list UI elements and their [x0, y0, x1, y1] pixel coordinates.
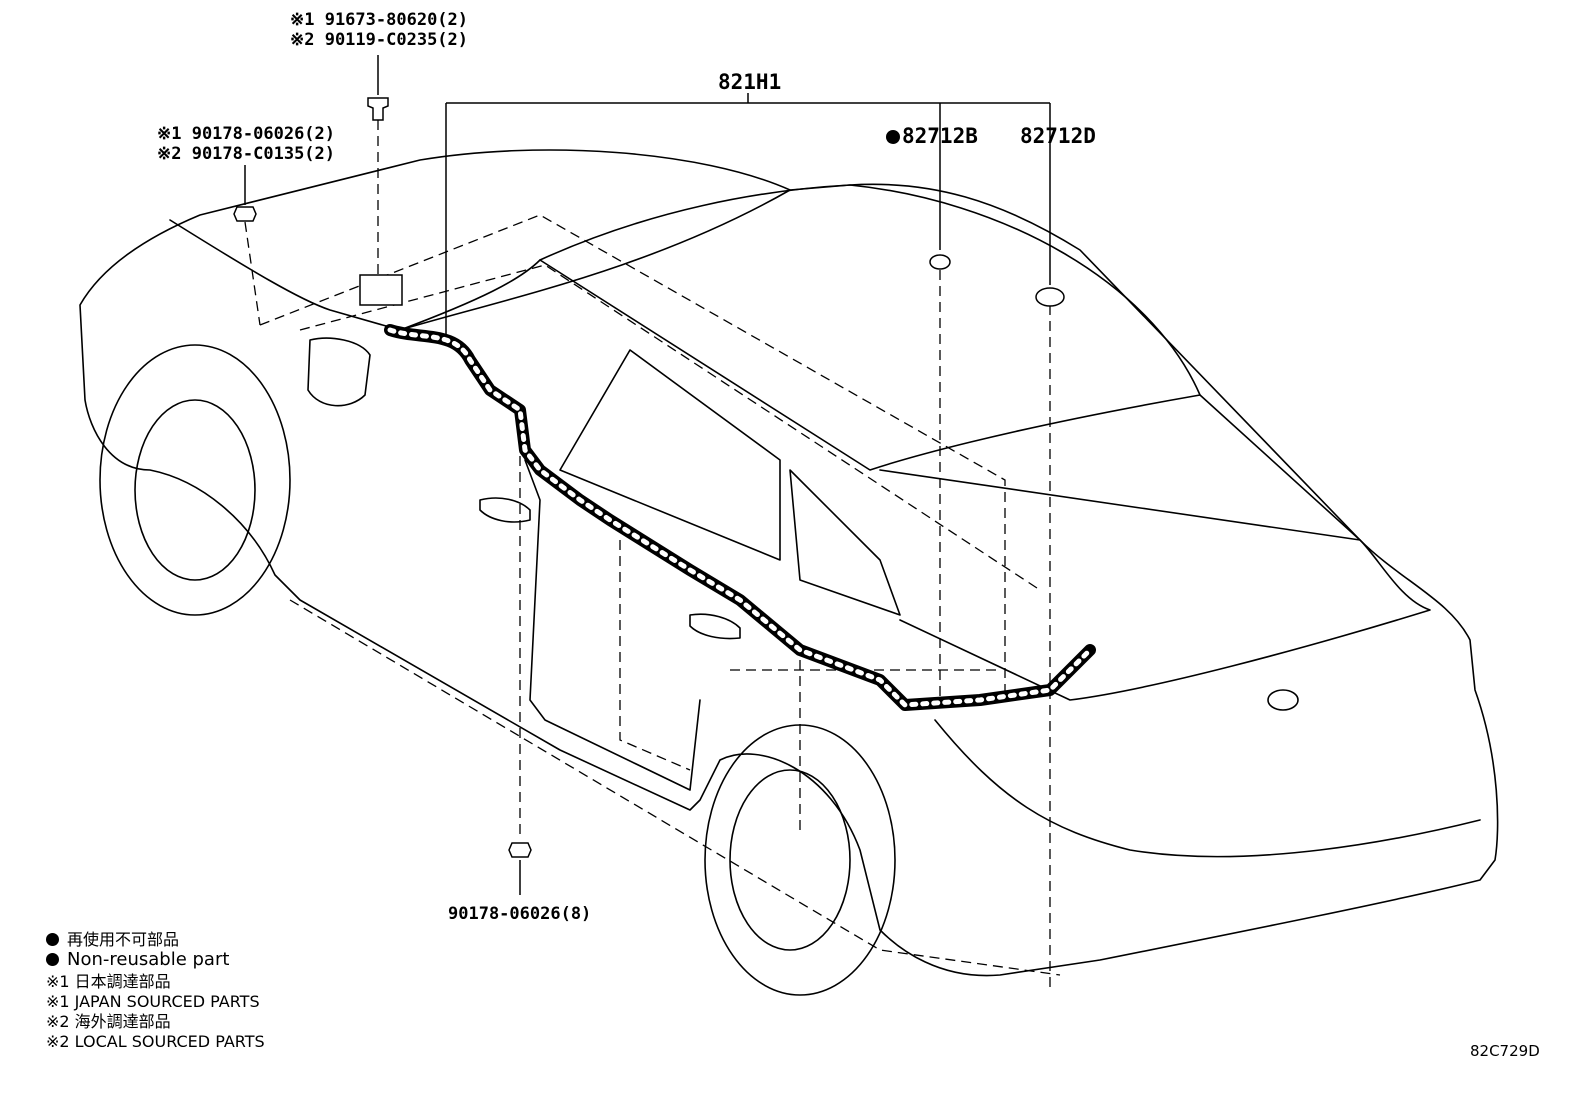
nut-left-icon: [233, 206, 257, 222]
rear-door-handle: [689, 613, 741, 640]
bolt-top-icon: [367, 97, 389, 121]
rear-emblem: [1267, 689, 1299, 711]
non-reusable-dot-icon: [886, 130, 900, 144]
legend-line-4: ※1 JAPAN SOURCED PARTS: [46, 992, 260, 1011]
clamp-d-label: 82712D: [1020, 124, 1096, 148]
phantom-outline-3: [289, 599, 1061, 976]
harness-label: 821H1: [718, 70, 782, 94]
bolt-top-label-1: ※1 91673-80620(2): [290, 10, 469, 30]
front-wheel-arch: [99, 344, 291, 616]
relay-block-icon: [359, 274, 403, 306]
hood-line: [169, 189, 791, 331]
legend-line-6: ※2 LOCAL SOURCED PARTS: [46, 1032, 265, 1051]
nut-bottom-icon: [508, 842, 532, 858]
harness-bracket: [445, 93, 1051, 340]
rear-window: [789, 469, 901, 616]
nut-left-label-1: ※1 90178-06026(2): [157, 124, 336, 144]
rear-wheel: [729, 769, 851, 951]
front-door-handle: [479, 497, 531, 523]
car-body-outline: [79, 149, 1499, 977]
clamp-d-icon: [1035, 287, 1065, 307]
illustration-code: 82C729D: [1470, 1042, 1540, 1060]
legend-line-1: 再使用不可部品: [46, 930, 265, 950]
front-wheel: [134, 399, 256, 581]
rear-bumper: [934, 719, 1481, 858]
trunk-lid: [879, 469, 1431, 701]
clamp-b-label: 82712B: [886, 126, 978, 147]
bullet-dot-icon: [46, 953, 59, 966]
front-window: [559, 349, 781, 561]
nut-bottom-label: 90178-06026(8): [448, 904, 592, 924]
door-line: [524, 459, 701, 791]
roof-line: [539, 184, 1201, 396]
bullet-dot-icon: [46, 933, 59, 946]
clamp-b-icon: [929, 254, 951, 270]
side-mirror: [307, 337, 371, 407]
legend: 再使用不可部品 Non-reusable part ※1 日本調達部品 ※1 J…: [46, 930, 265, 1052]
nut-left-dashed: [244, 221, 261, 326]
nut-left-label-2: ※2 90178-C0135(2): [157, 144, 336, 164]
windshield-line: [399, 259, 1361, 541]
phantom-outline-2: [299, 264, 1041, 591]
legend-line-2: Non-reusable part: [46, 950, 265, 970]
wire-harness: [384, 324, 1096, 711]
legend-line-5: ※2 海外調達部品: [46, 1012, 171, 1031]
phantom-outline-1: [259, 214, 1006, 700]
phantom-outline-4: [619, 540, 691, 771]
legend-line-3: ※1 日本調達部品: [46, 972, 171, 991]
bolt-top-label-2: ※2 90119-C0235(2): [290, 30, 469, 50]
